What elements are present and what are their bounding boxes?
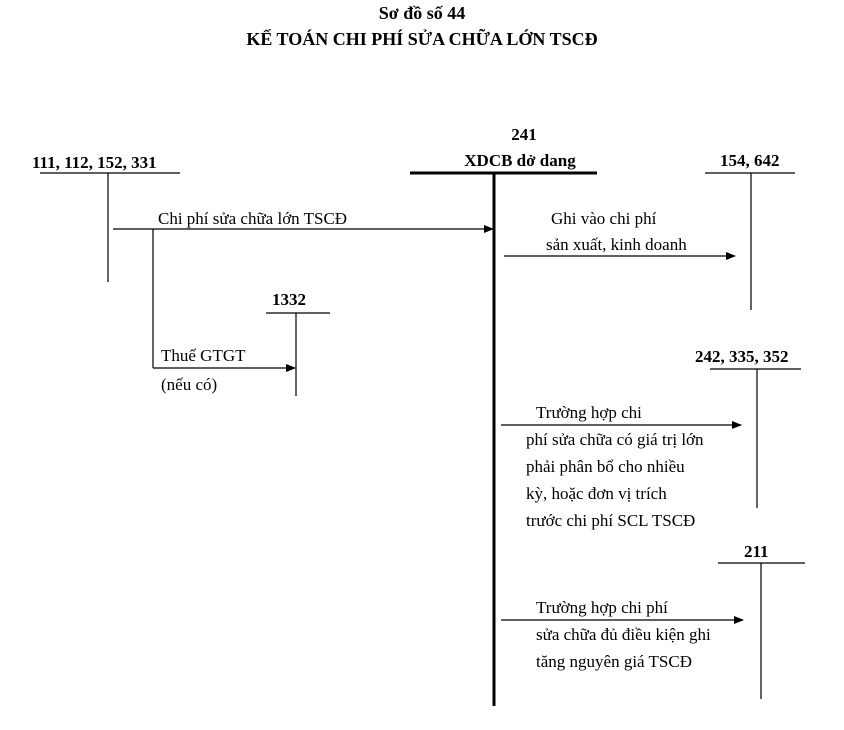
account-source-label: 111, 112, 152, 331	[32, 153, 157, 172]
flow-allocation-line: kỳ, hoặc đơn vị trích	[526, 484, 667, 503]
diagram-title: KẾ TOÁN CHI PHÍ SỬA CHỮA LỚN TSCĐ	[246, 29, 598, 49]
flow-allocation-line: trước chi phí SCL TSCĐ	[526, 511, 695, 530]
flow-expense-label-line2: sản xuất, kinh doanh	[546, 235, 687, 254]
account-fixed-asset-label: 211	[744, 542, 769, 561]
flow-vat-label-line1: Thuế GTGT	[161, 346, 246, 365]
account-vat-label: 1332	[272, 290, 306, 309]
flow-capitalize-line: tăng nguyên giá TSCĐ	[536, 652, 692, 671]
flow-allocation-line: phí sửa chữa có giá trị lớn	[526, 430, 704, 449]
flow-capitalize-line: sửa chữa đủ điều kiện ghi	[536, 625, 711, 644]
account-center-code: 241	[511, 125, 537, 144]
flow-repair-cost-label: Chi phí sửa chữa lớn TSCĐ	[158, 209, 347, 228]
account-center-name: XDCB dở dang	[464, 151, 576, 170]
flow-capitalize-line: Trường hợp chi phí	[536, 598, 668, 617]
flow-vat-label-line2: (nếu có)	[161, 375, 217, 394]
flow-allocation-line: Trường hợp chi	[536, 403, 642, 422]
account-expense-label: 154, 642	[720, 151, 780, 170]
account-allocation-label: 242, 335, 352	[695, 347, 789, 366]
flow-allocation-line: phải phân bổ cho nhiều	[526, 457, 685, 476]
diagram-number: Sơ đồ số 44	[378, 3, 466, 23]
flow-expense-label-line1: Ghi vào chi phí	[551, 209, 657, 228]
